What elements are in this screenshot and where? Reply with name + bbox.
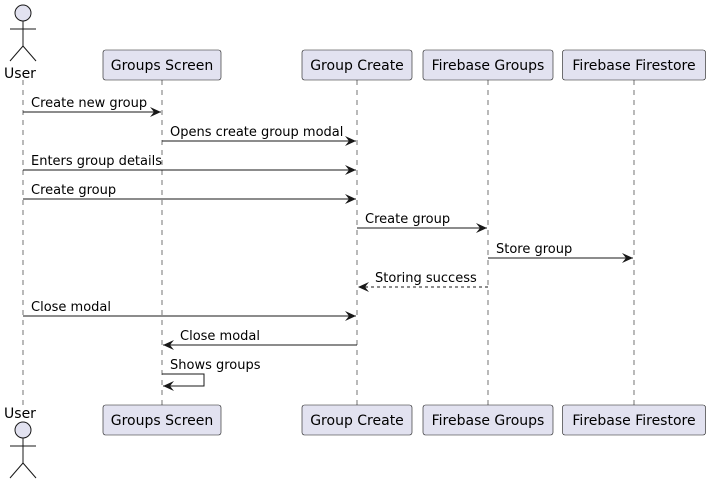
participant-firebase-groups-top: Firebase Groups [422, 49, 554, 81]
participant-label: Groups Screen [111, 413, 214, 429]
participant-firebase-groups-bottom: Firebase Groups [422, 404, 554, 436]
participant-label: Group Create [310, 413, 404, 429]
actor-left-leg-icon [9, 45, 24, 62]
message-close-modal: Close modal [163, 329, 357, 350]
participant-firebase-firestore-top: Firebase Firestore [562, 49, 706, 81]
message-label: Close modal [180, 329, 260, 344]
participant-firebase-firestore-bottom: Firebase Firestore [562, 404, 706, 436]
message-label: Create group [365, 212, 450, 227]
participant-label: Firebase Groups [432, 413, 545, 429]
participant-groups-screen-bottom: Groups Screen [102, 404, 222, 436]
message-label: Close modal [31, 300, 111, 315]
message-close-modal: Close modal [23, 300, 356, 321]
participant-label: Group Create [310, 58, 404, 74]
actor-head-icon [14, 4, 32, 22]
message-opens-create-group-modal: Opens create group modal [162, 125, 356, 146]
message-create-group: Create group [23, 183, 356, 204]
participant-label: Groups Screen [111, 58, 214, 74]
participant-box [562, 404, 706, 436]
participant-label: Firebase Firestore [572, 58, 695, 74]
message-enters-group-details: Enters group details [23, 154, 356, 175]
participant-box [301, 49, 413, 81]
actor-right-leg-icon [22, 45, 37, 62]
message-label: Shows groups [170, 358, 261, 373]
actor-head-icon [14, 421, 32, 439]
message-shows-groups: Shows groups [162, 358, 261, 391]
message-create-new-group: Create new group [23, 96, 161, 117]
participant-groups-screen-top: Groups Screen [102, 49, 222, 81]
actor-right-leg-icon [22, 462, 37, 479]
participant-box [422, 49, 554, 81]
message-label: Opens create group modal [170, 125, 343, 140]
actor-left-leg-icon [9, 462, 24, 479]
message-label: Store group [496, 242, 572, 257]
participant-box [562, 49, 706, 81]
actor-label: User [4, 406, 36, 422]
self-message-arrow [162, 373, 205, 391]
participant-box [102, 49, 222, 81]
message-create-group: Create group [357, 212, 487, 233]
actor-user-top: User [4, 4, 37, 82]
message-store-group: Store group [488, 242, 633, 263]
message-label: Enters group details [31, 154, 162, 169]
participant-group-create-bottom: Group Create [301, 404, 413, 436]
message-label: Create group [31, 183, 116, 198]
actor-user-bottom: User [4, 406, 37, 479]
actor-label: User [4, 66, 36, 82]
participant-box [301, 404, 413, 436]
participant-box [422, 404, 554, 436]
message-label: Storing success [375, 271, 477, 286]
participant-label: Firebase Groups [432, 58, 545, 74]
participant-label: Firebase Firestore [572, 413, 695, 429]
participant-box [102, 404, 222, 436]
message-label: Create new group [31, 96, 147, 111]
participant-group-create-top: Group Create [301, 49, 413, 81]
message-storing-success: Storing success [358, 271, 488, 292]
